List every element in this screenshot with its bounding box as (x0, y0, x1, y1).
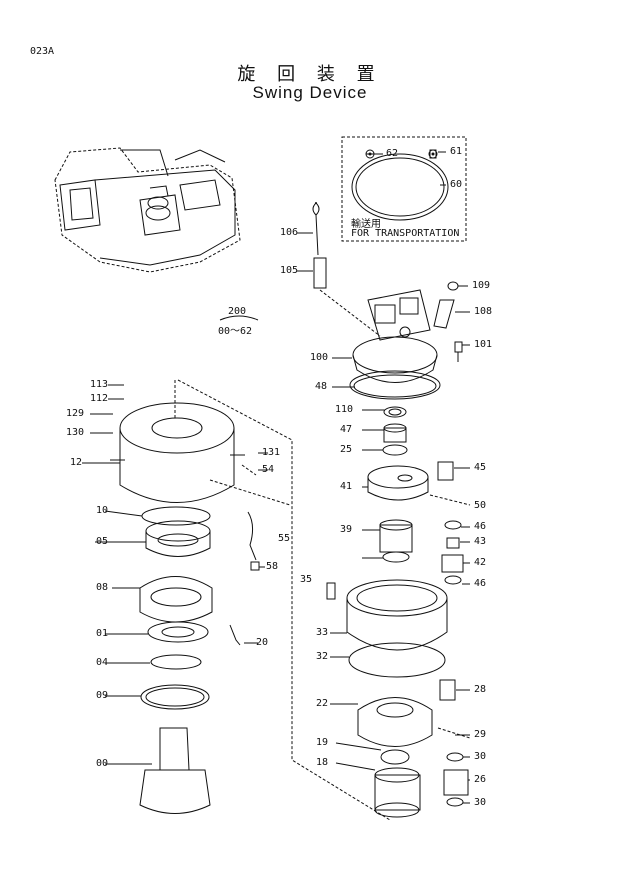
part-label: 41 (340, 481, 353, 492)
part-label: 108 (474, 306, 493, 317)
part-label: 60 (450, 179, 463, 190)
part-label: 58 (266, 561, 279, 572)
part-label: 54 (262, 464, 275, 475)
assembly-ref-bottom: 00～62 (218, 326, 253, 337)
part-label: 48 (315, 381, 328, 392)
part-label: 10 (96, 505, 109, 516)
part-label: 26 (474, 774, 487, 785)
part-label: 100 (310, 352, 329, 363)
cover-08 (139, 576, 213, 623)
part-label: 110 (335, 404, 354, 415)
swing-motor-housing (349, 289, 441, 400)
reduction-housing (110, 402, 245, 503)
part-label: 28 (474, 684, 487, 695)
part-label: 12 (70, 457, 83, 468)
bearing-05 (145, 520, 211, 557)
part-label: 22 (316, 698, 329, 709)
title-english: Swing Device (252, 83, 368, 102)
part-label: 18 (316, 757, 329, 768)
assembly-ref-top: 200 (228, 306, 247, 317)
transport-label-jp: 輸送用 (351, 219, 381, 230)
part-label: 50 (474, 500, 487, 511)
part-label: 32 (316, 651, 329, 662)
page-code: 023A (30, 46, 55, 57)
part-label: 20 (256, 637, 269, 648)
part-label: 33 (316, 627, 329, 638)
part-label: 29 (474, 729, 487, 740)
part-label: 113 (90, 379, 109, 390)
part-label: 39 (340, 524, 353, 535)
part-label: 43 (474, 536, 487, 547)
part-label: 129 (66, 408, 85, 419)
part-label: 30 (474, 751, 487, 762)
part-label: 01 (96, 628, 109, 639)
part-label: 35 (300, 574, 313, 585)
pinion-shaft (139, 727, 211, 814)
part-label: 55 (278, 533, 291, 544)
part-label: 46 (474, 521, 487, 532)
part-label: 101 (474, 339, 493, 350)
part-label: 00 (96, 758, 109, 769)
part-label: 30 (474, 797, 487, 808)
part-label: 04 (96, 657, 109, 668)
part-label: 46 (474, 578, 487, 589)
planetary-carrier-upper (367, 465, 429, 501)
part-label: 09 (96, 690, 109, 701)
part-label: 05 (96, 536, 109, 547)
part-label: 109 (472, 280, 491, 291)
part-label: 130 (66, 427, 85, 438)
part-label: 47 (340, 424, 353, 435)
ring-gear-housing (346, 579, 448, 678)
title-japanese: 旋 回 装 置 (237, 64, 383, 85)
excavator-illustration (54, 147, 241, 273)
part-label: 131 (262, 447, 281, 458)
part-label: 08 (96, 582, 109, 593)
part-label: 61 (450, 146, 463, 157)
part-label: 25 (340, 444, 353, 455)
transport-label-en: FOR TRANSPORTATION (351, 228, 460, 239)
part-label: 19 (316, 737, 329, 748)
part-label: 106 (280, 227, 299, 238)
part-label: 62 (386, 148, 399, 159)
part-label: 112 (90, 393, 109, 404)
part-label: 42 (474, 557, 487, 568)
part-label: 105 (280, 265, 299, 276)
transport-cover-box (341, 136, 467, 242)
part-label: 45 (474, 462, 487, 473)
